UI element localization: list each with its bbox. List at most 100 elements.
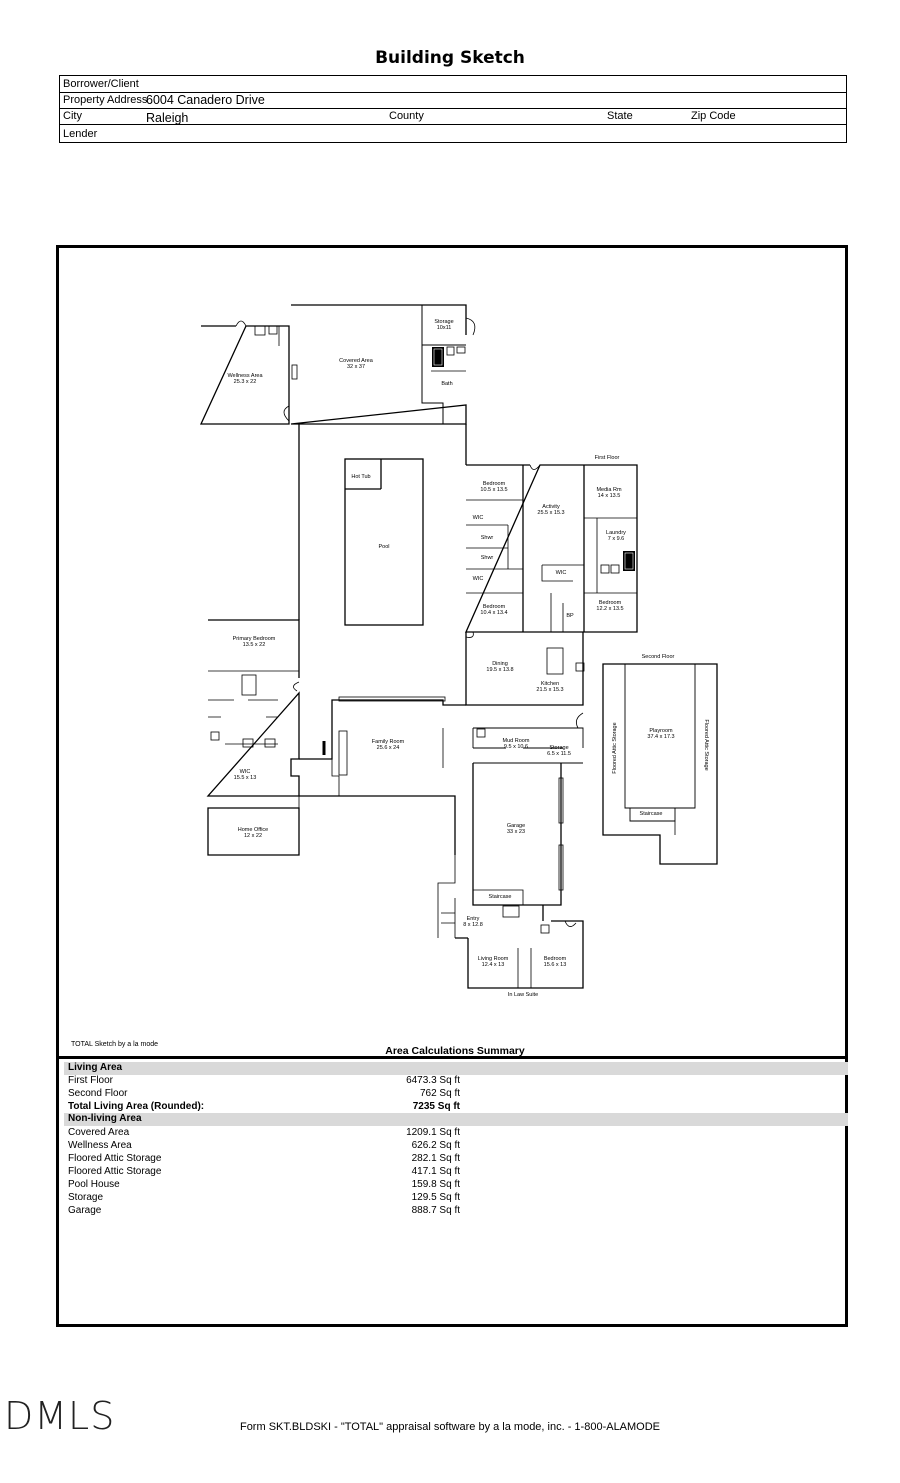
toilet-icon <box>210 731 220 741</box>
room-dim: 7 x 9.6 <box>608 536 625 542</box>
shower-icon <box>432 347 444 367</box>
room-dim: 15.5 x 13 <box>234 775 257 781</box>
row-label: Floored Attic Storage <box>68 1153 162 1164</box>
sink-icon <box>264 738 276 748</box>
total-value: 7235 Sq ft <box>412 1101 460 1112</box>
summary-row: Pool House 159.8 Sq ft <box>64 1179 848 1192</box>
city-label: City <box>63 110 82 122</box>
room-dim: 25.5 x 15.3 <box>537 510 564 516</box>
summary-row: Storage 129.5 Sq ft <box>64 1192 848 1205</box>
row-label: Pool House <box>68 1179 120 1190</box>
row-value: 6473.3 Sq ft <box>406 1075 460 1086</box>
second-floor-wall <box>602 663 718 865</box>
tub-icon <box>502 905 520 918</box>
summary-row: Floored Attic Storage 282.1 Sq ft <box>64 1153 848 1166</box>
mud-room-wall <box>472 727 584 764</box>
room-label: Pool <box>378 544 389 550</box>
room-label: Bath <box>441 381 452 387</box>
form-footer: Form SKT.BLDSKI - "TOTAL" appraisal soft… <box>239 1421 661 1433</box>
shower-icon <box>623 551 635 571</box>
home-office-wall <box>207 807 300 856</box>
total-living-row: Total Living Area (Rounded): 7235 Sq ft <box>64 1101 848 1114</box>
kitchen-dining-wall <box>465 632 584 706</box>
toilet-icon <box>600 564 610 574</box>
room-dim: 9.5 x 10.6 <box>504 744 528 750</box>
room-label: Shwr <box>481 555 494 561</box>
living-area-header: Living Area <box>64 1062 848 1075</box>
living-header-label: Living Area <box>68 1062 123 1073</box>
room-dim: 12.2 x 13.5 <box>596 606 623 612</box>
room-dim: 12.4 x 13 <box>482 962 505 968</box>
lender-label: Lender <box>63 128 98 140</box>
row-value: 129.5 Sq ft <box>411 1192 460 1203</box>
room-dim: 13.5 x 22 <box>243 642 266 648</box>
row-value: 159.8 Sq ft <box>411 1179 460 1190</box>
primary-bedroom-wall <box>206 619 300 797</box>
summary-row: Floored Attic Storage 417.1 Sq ft <box>64 1166 848 1179</box>
row-value: 1209.1 Sq ft <box>406 1127 460 1138</box>
room-dim: 10.5 x 13.5 <box>480 487 507 493</box>
row-value: 762 Sq ft <box>419 1088 460 1099</box>
summary-divider <box>59 1056 845 1059</box>
room-label: Floored Attic Storage <box>703 719 709 770</box>
row-label: Covered Area <box>68 1127 130 1138</box>
room-label: Storage <box>434 319 453 325</box>
room-label: WIC <box>473 515 484 521</box>
state-label: State <box>607 110 633 122</box>
sketch-credit: TOTAL Sketch by a la mode <box>71 1041 159 1048</box>
room-label: Staircase <box>489 894 512 900</box>
floor-label: First Floor <box>595 455 620 461</box>
floor-label: Second Floor <box>642 654 675 660</box>
city-row: City Raleigh County State Zip Code <box>60 108 846 125</box>
page-title: Building Sketch <box>375 48 525 68</box>
room-label: WIC <box>556 570 567 576</box>
kitchen-island <box>546 647 564 675</box>
lender-row: Lender <box>60 126 846 142</box>
room-label: Staircase <box>640 811 663 817</box>
room-label: Kitchen <box>541 681 559 687</box>
row-label: Garage <box>68 1205 102 1216</box>
address-label: Property Address <box>63 94 148 106</box>
room-label: Entry <box>467 916 480 922</box>
summary-row: Second Floor 762 Sq ft <box>64 1088 848 1101</box>
row-label: Floored Attic Storage <box>68 1166 162 1177</box>
room-label: Shwr <box>481 535 494 541</box>
sink-icon <box>268 325 278 335</box>
room-dim: 14 x 13.5 <box>598 493 621 499</box>
county-label: County <box>389 110 424 122</box>
tub-icon <box>241 674 257 696</box>
sink-icon <box>242 738 254 748</box>
room-dim: 8 x 12.8 <box>463 922 483 928</box>
toilet-icon <box>254 325 266 336</box>
room-dim: 12 x 22 <box>244 833 262 839</box>
room-label: WIC <box>473 576 484 582</box>
row-value: 417.1 Sq ft <box>411 1166 460 1177</box>
summary-title: Area Calculations Summary <box>385 1045 525 1057</box>
room-dim: 37.4 x 17.3 <box>647 734 674 740</box>
room-label: Mud Room <box>503 738 530 744</box>
room-label: Floored Attic Storage <box>612 722 618 773</box>
fireplace-icon <box>338 730 348 776</box>
address-row: Property Address 6004 Canadero Drive <box>60 92 846 109</box>
room-label: Media Rm <box>596 487 621 493</box>
room-label: Covered Area <box>339 358 374 364</box>
property-header-table: Borrower/Client Property Address 6004 Ca… <box>59 75 847 143</box>
room-label: Laundry <box>606 530 626 536</box>
sink-icon <box>610 564 620 574</box>
room-label: Family Room <box>372 739 405 745</box>
room-label: BP <box>566 613 574 619</box>
garage-wall <box>472 763 562 906</box>
address-value: 6004 Canadero Drive <box>146 93 265 107</box>
room-label: Playroom <box>649 728 673 734</box>
room-dim: 25.6 x 24 <box>377 745 400 751</box>
room-label: Activity <box>542 504 560 510</box>
row-label: Storage <box>68 1192 104 1203</box>
room-dim: 19.5 x 13.8 <box>486 667 513 673</box>
total-label: Total Living Area (Rounded): <box>68 1101 205 1112</box>
nonliving-header-label: Non-living Area <box>68 1113 142 1124</box>
room-dim: 6.5 x 11.5 <box>547 751 571 757</box>
room-label: Home Office <box>238 827 268 833</box>
room-label: WIC <box>240 769 251 775</box>
dmls-logo: DMLS <box>4 1394 116 1438</box>
room-label: Bedroom <box>544 956 567 962</box>
